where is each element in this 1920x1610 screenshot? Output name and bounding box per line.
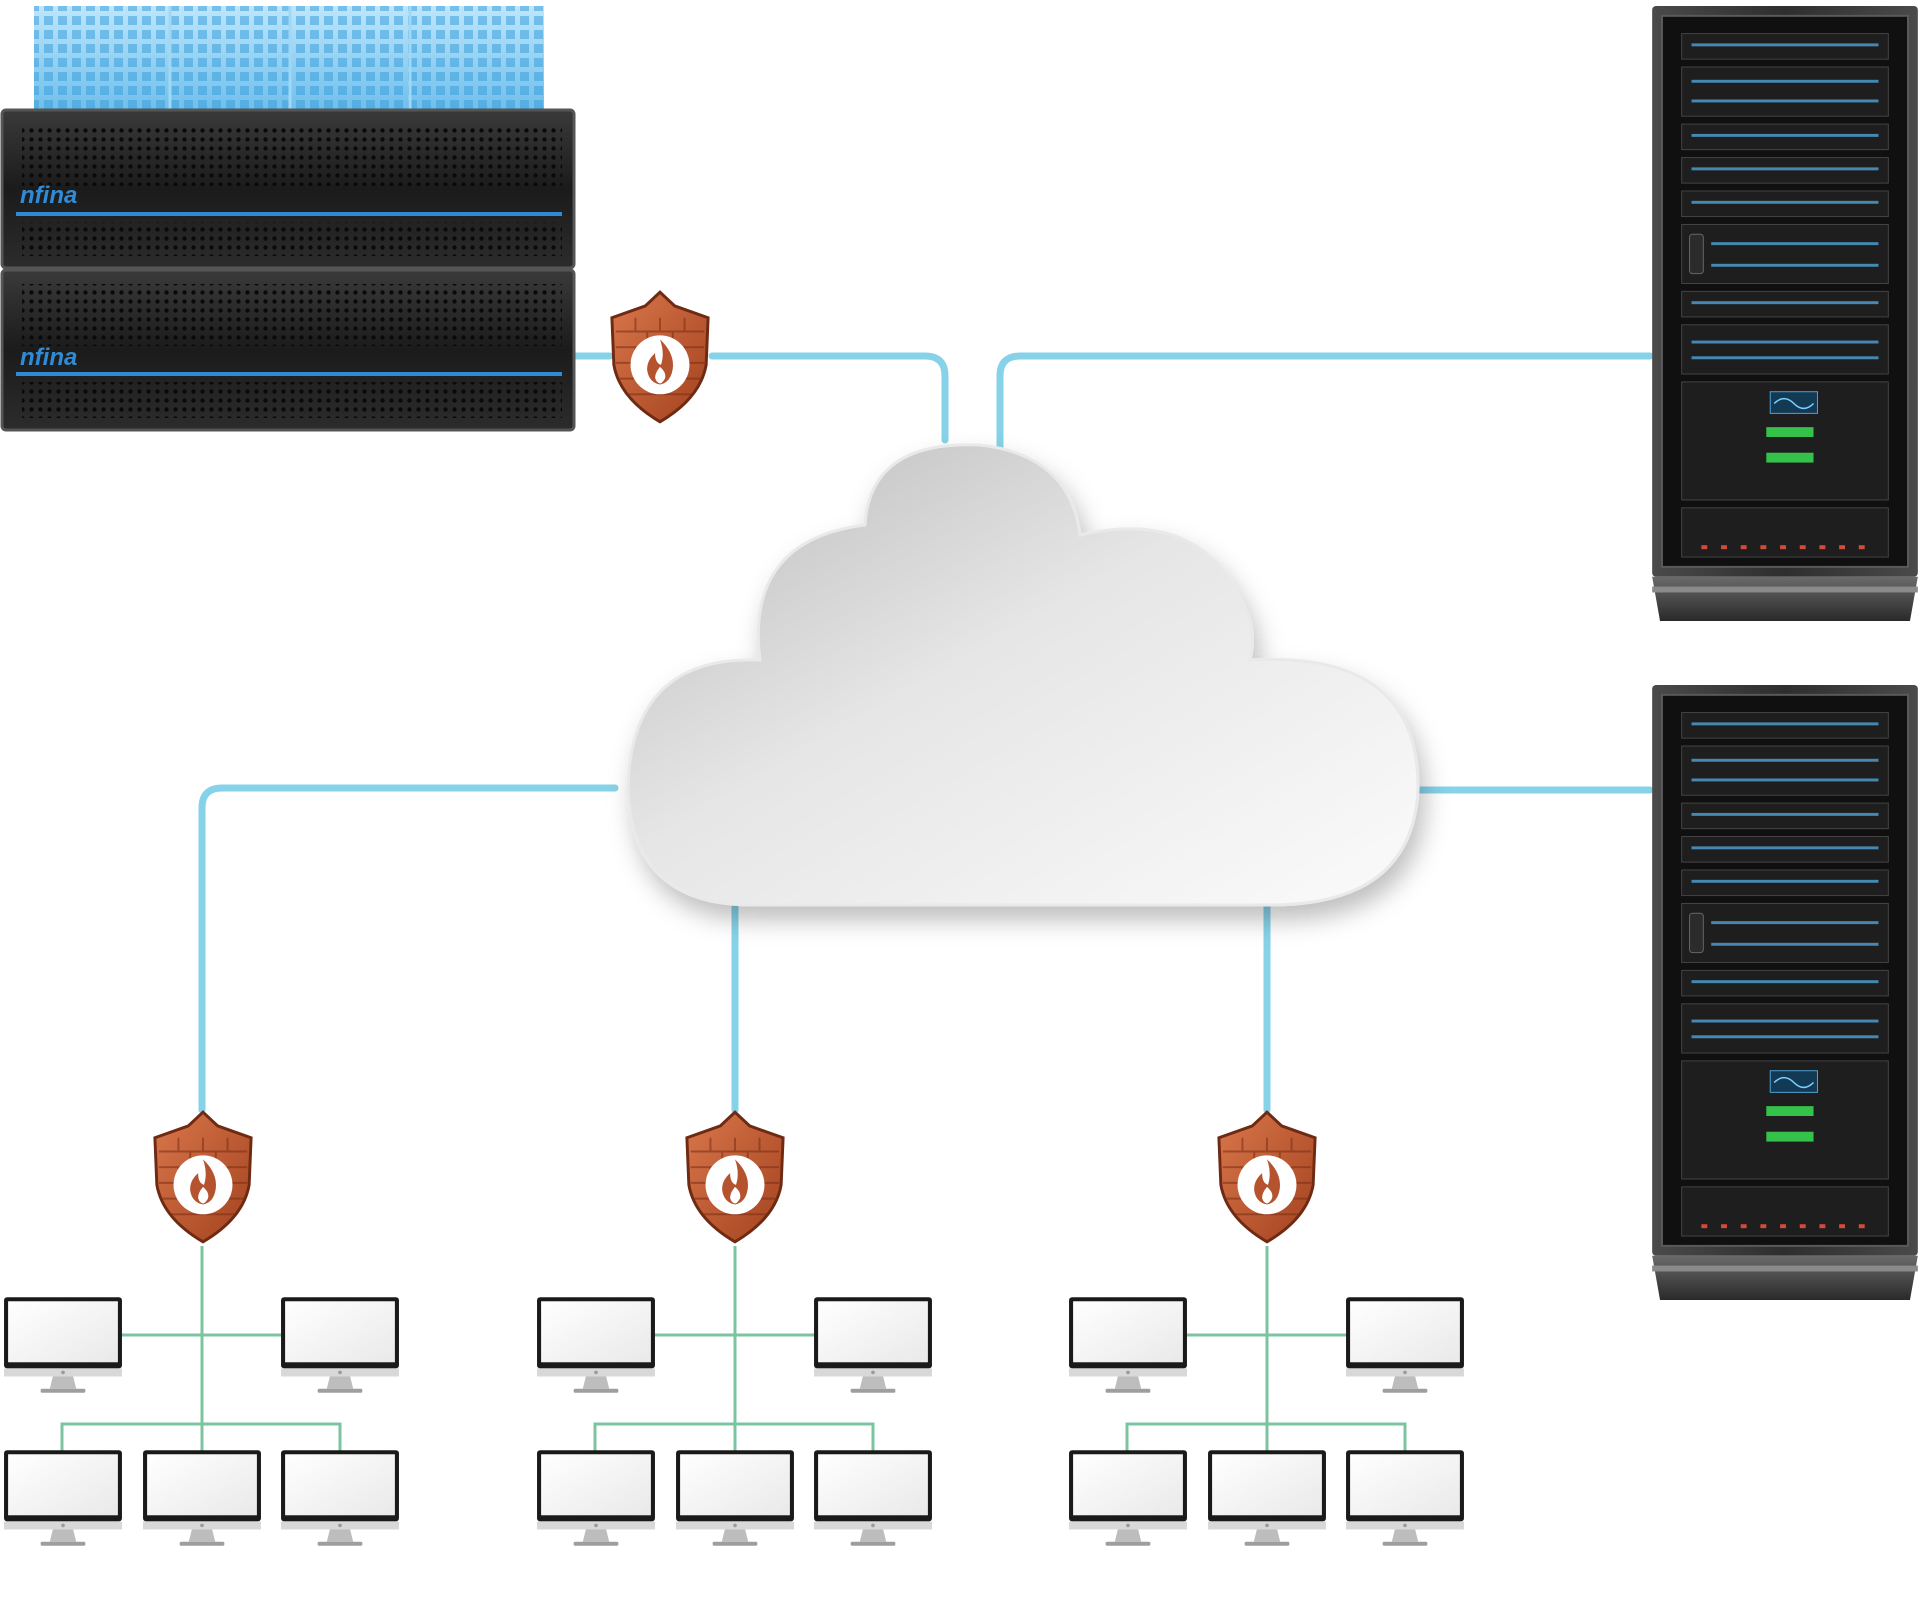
monitor-icon — [4, 1450, 122, 1546]
server-rack-bottom — [1651, 685, 1919, 1300]
firewall-icon — [1217, 1110, 1317, 1244]
cloud — [626, 443, 1420, 907]
brand-logo: nfina — [20, 344, 77, 371]
monitor-icon — [814, 1450, 932, 1546]
uplink-lines — [198, 352, 1654, 1114]
monitor-icon — [1208, 1450, 1326, 1546]
brand-logo: nfina — [20, 182, 77, 209]
monitor-icon — [1069, 1297, 1187, 1393]
uplink-rack-top-to-cloud — [996, 352, 1654, 454]
monitor-icon — [4, 1297, 122, 1393]
firewall-icon — [685, 1110, 785, 1244]
monitor-icon — [1346, 1450, 1464, 1546]
monitor-icon — [814, 1297, 932, 1393]
storage-unit-2: nfina — [0, 268, 576, 432]
server-rack-top — [1651, 6, 1919, 621]
uplink-cloud-to-left-group — [198, 784, 619, 1114]
monitor-icon — [1346, 1297, 1464, 1393]
monitor-icon — [143, 1450, 261, 1546]
monitor-icon — [1069, 1450, 1187, 1546]
monitor-icon — [281, 1450, 399, 1546]
storage-unit-1: nfina — [0, 108, 576, 270]
firewall-icon — [610, 290, 710, 424]
monitor-icon — [537, 1297, 655, 1393]
uplink-firewall-to-cloud — [708, 352, 949, 444]
firewall-icon — [153, 1110, 253, 1244]
monitor-icon — [537, 1450, 655, 1546]
monitor-icon — [281, 1297, 399, 1393]
monitor-icon — [676, 1450, 794, 1546]
storage-array: nfina nfina — [0, 6, 576, 432]
